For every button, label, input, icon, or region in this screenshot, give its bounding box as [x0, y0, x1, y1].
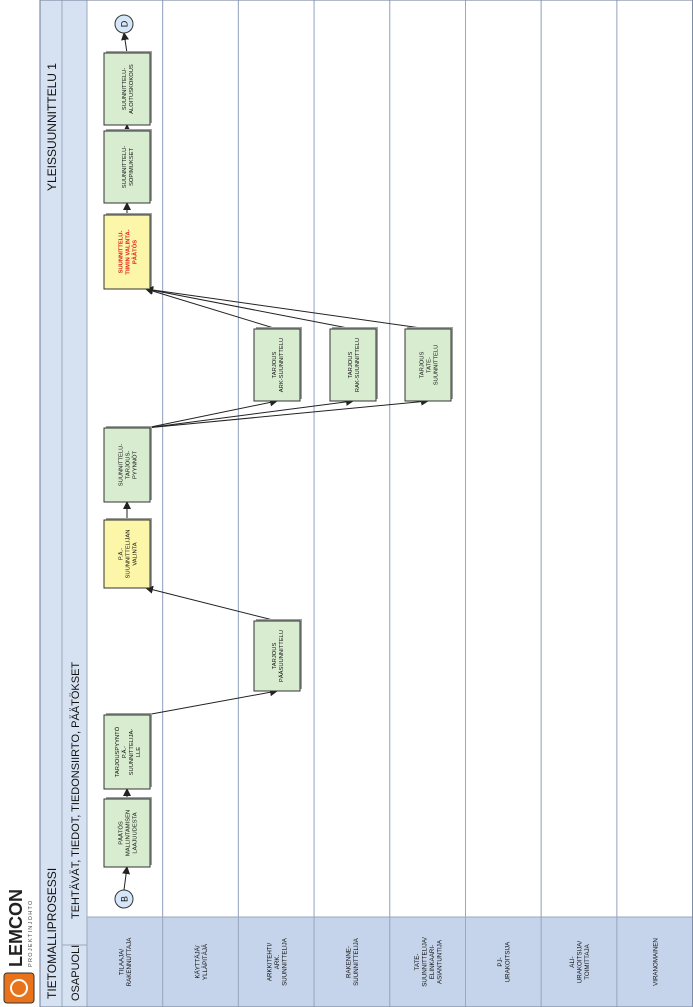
lane-label: URAKOITSIJA: [505, 941, 512, 982]
lane-body: [616, 0, 693, 918]
lane-body: [465, 0, 542, 918]
lane-label: ALI-: [569, 956, 576, 967]
lane-label: SUUNNITTELIJA: [353, 937, 360, 986]
terminal-node: [114, 889, 134, 909]
task-node: [103, 52, 151, 126]
task-node: [103, 714, 151, 790]
flow-arrow: [145, 397, 429, 429]
lane-label: SUUNNITTELIJA: [281, 937, 288, 986]
node-label: SUUNNITTELU-: [118, 444, 124, 487]
logo-tagline: PROJEKTINJOHTO: [28, 899, 34, 967]
node-label: P.Ä.-: [117, 548, 124, 560]
logo-mark-icon: [3, 972, 35, 1004]
task-node: [253, 620, 301, 692]
node-label: TARJOUSPYYNTÖ: [114, 726, 121, 777]
node-label: TARJOUS-: [125, 451, 131, 480]
process-title: TIETOMALLIPROSESSI: [45, 868, 59, 999]
task-node: [103, 427, 151, 503]
lane-label: ARK.: [274, 955, 281, 970]
lane-label: ELINKAARI-: [429, 945, 436, 979]
lane-body: [313, 0, 391, 918]
node-label: LLE: [136, 747, 142, 757]
lane-body: [540, 0, 618, 918]
lane-label: YLLÄPITÄJÄ: [202, 943, 209, 980]
flow-arrow: [122, 866, 131, 891]
node-label: SUUNNITTELIJAN: [125, 530, 131, 579]
flow-arrow: [145, 398, 278, 429]
task-node: [404, 328, 452, 402]
decision-node: [103, 214, 151, 290]
lane-label: TATE-: [414, 954, 421, 971]
phase-title: YLEISSUUNNITTELU 1: [45, 63, 59, 191]
lane-body: [389, 0, 466, 918]
node-label: ARK-SUUNNITTELU: [279, 338, 285, 392]
lane-label: VIRANOMAINEN: [652, 938, 659, 986]
node-label: TATE-: [426, 357, 432, 373]
node-label: TARJOUS: [272, 352, 278, 379]
lane-label: TOIMITTAJA: [584, 943, 591, 979]
lane-label: TILAAJA/: [119, 949, 126, 975]
node-label: RAK-SUUNNITTELU: [355, 338, 361, 392]
lane-label: RAKENNUTTAJA: [126, 937, 133, 987]
task-node: [329, 328, 377, 402]
terminal-label: B: [120, 896, 130, 902]
node-label: TARJOUS: [419, 352, 425, 379]
lane-body: [162, 0, 239, 918]
node-label: PYYNNÖT: [131, 451, 138, 479]
node-label: P.Ä.-: [121, 746, 128, 758]
flow-arrow: [145, 397, 354, 429]
flow-arrow: [145, 585, 278, 622]
logo-mark-ring-icon: [10, 979, 28, 997]
lane-body: [237, 0, 315, 918]
node-label: SUUNNITTELU-: [122, 146, 128, 189]
node-label: SUUNNITTELIJA-: [129, 729, 135, 776]
node-label: MALLINTAMISEN: [125, 810, 131, 856]
task-node: [103, 798, 151, 868]
flow-arrow: [121, 32, 129, 54]
terminal-label: D: [120, 20, 130, 27]
flow-arrow: [145, 287, 278, 330]
flow-arrow: [145, 688, 278, 716]
task-node: [253, 328, 301, 402]
lane-label: URAKOITSIJA/: [577, 941, 584, 984]
lane-label: PJ-: [497, 957, 504, 966]
terminal-node: [114, 14, 134, 34]
flow-connectors: [121, 32, 429, 891]
task-node: [103, 130, 151, 204]
node-label: SOPIMUKSET: [129, 148, 135, 186]
node-label: LAAJUUDESTA: [132, 812, 138, 853]
decision-node: [103, 519, 151, 589]
column-label: OSAPUOLI: [70, 945, 82, 1001]
node-label: TARJOUS: [348, 352, 354, 379]
lane-label: KÄYTTÄJÄ/: [194, 945, 201, 978]
lane-label: ASIANTUNTIJA: [436, 939, 443, 984]
node-label: ALOITUSKOKOUS: [129, 64, 135, 114]
flow-arrow: [145, 286, 429, 330]
node-label: PÄÄTÖS: [117, 821, 124, 845]
tasks-label: TEHTÄVÄT, TIEDOT, TIEDONSIIRTO, PÄÄTÖKSE…: [70, 662, 82, 919]
node-label: SUUNNITTELU: [433, 345, 439, 386]
logo-name: LEMCON: [6, 889, 26, 967]
node-label: SUUNNITTELU-: [118, 231, 124, 274]
node-label: PÄÄSUUNNITTELU: [278, 630, 285, 682]
node-label: PÄÄTÖS: [131, 240, 138, 264]
node-label: VALINTA: [132, 542, 138, 565]
lane-label: ARKKITEHTI/: [266, 943, 273, 981]
lane-label: SUUNNITTELIJA/: [421, 937, 428, 987]
node-label: TARJOUS: [272, 643, 278, 670]
lane-label: RAKENNE-: [346, 946, 353, 978]
node-label: SUUNNITTELU-: [122, 68, 128, 111]
logo: LEMCON PROJEKTINJOHTO: [3, 889, 35, 1004]
flow-arrow: [145, 286, 354, 330]
node-label: TIIMIN VALINTA-: [125, 229, 131, 274]
